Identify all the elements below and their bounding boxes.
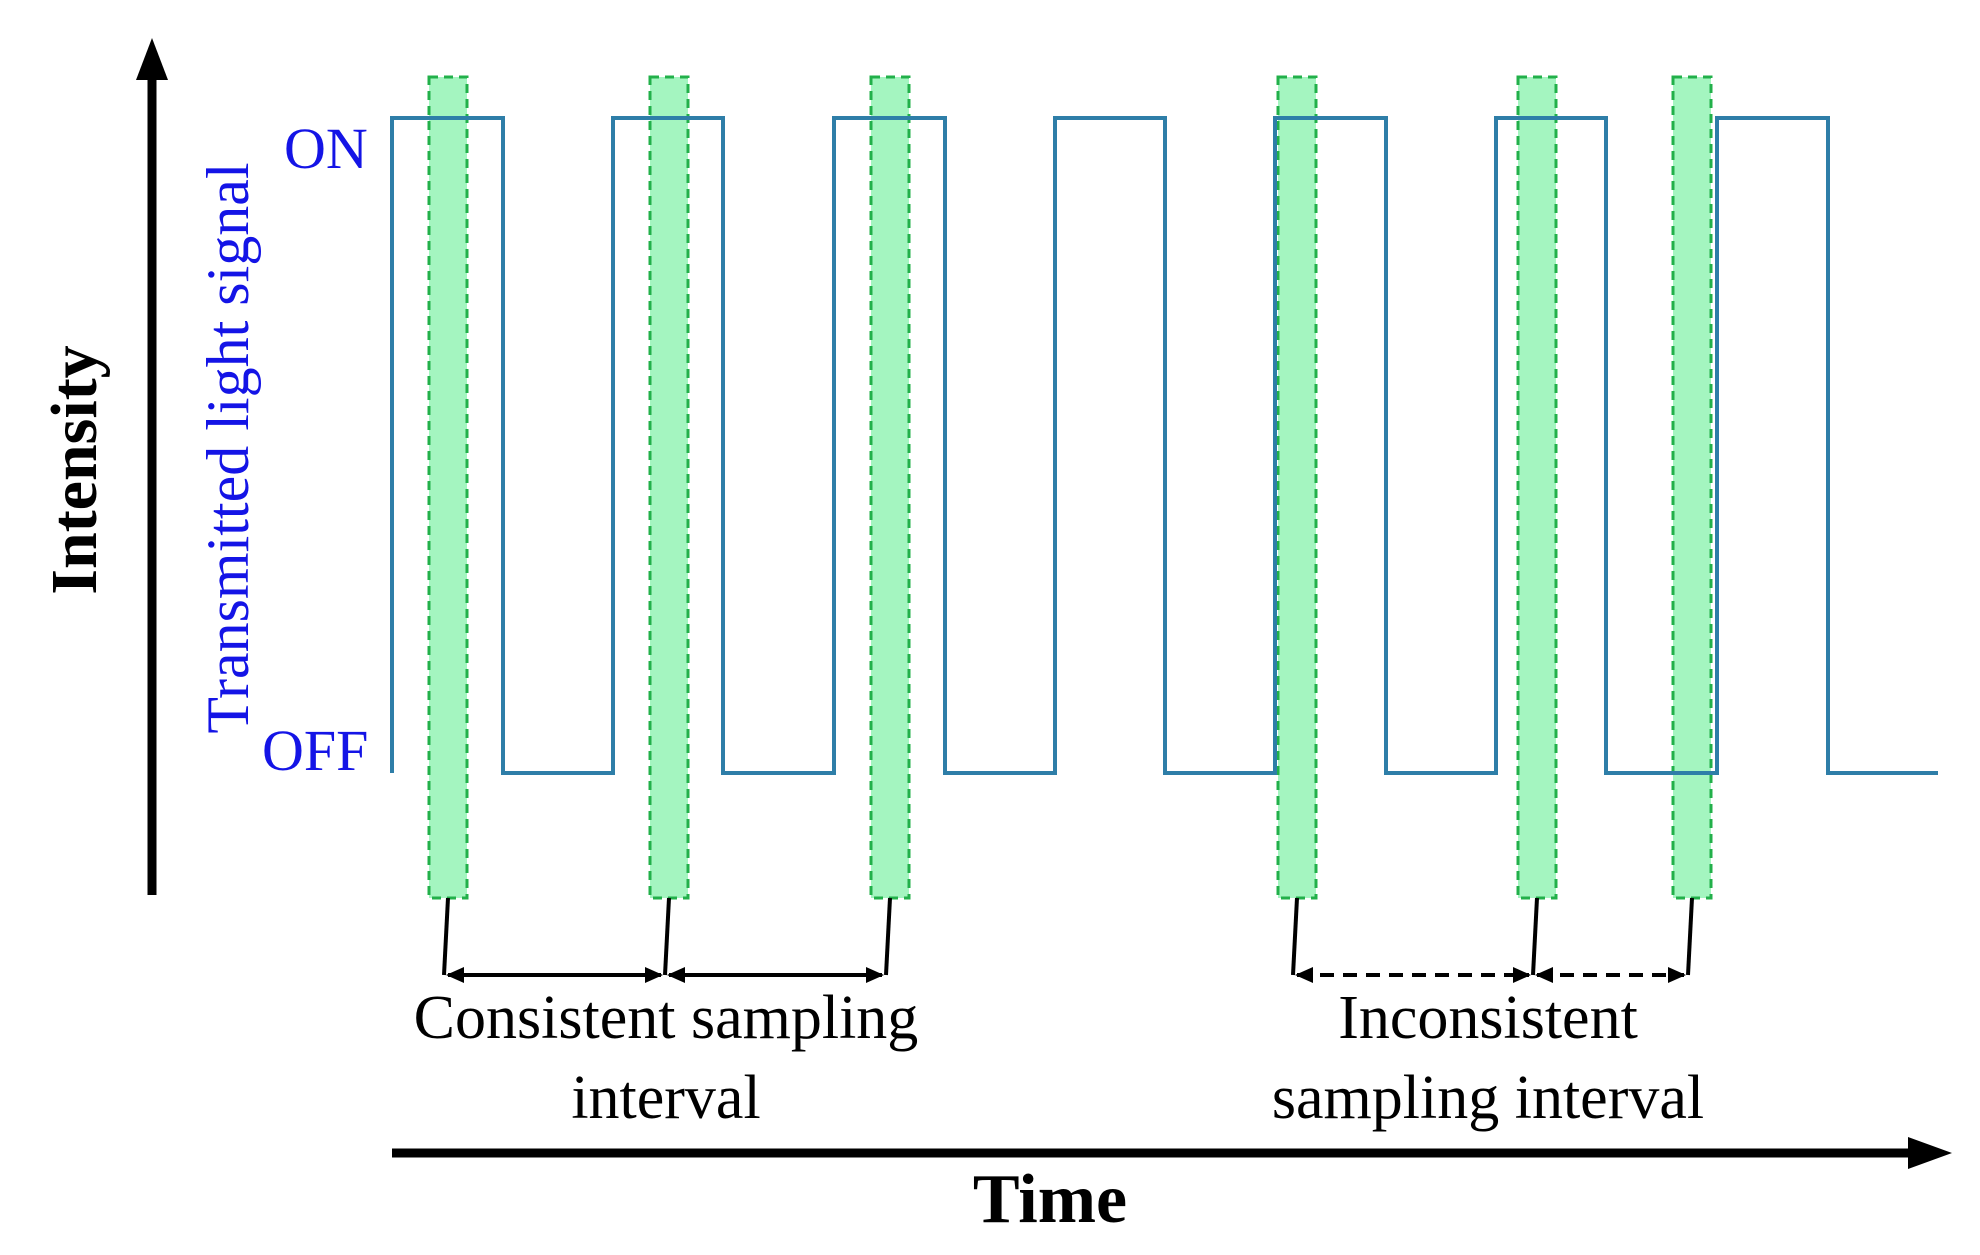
inconsistent-arrowhead-right-2 <box>1668 967 1686 983</box>
consistent-arrowhead-left-1 <box>446 967 464 983</box>
y-axis-arrowhead <box>136 38 168 80</box>
sampling-windows <box>427 75 1713 900</box>
inconsistent-tick-1 <box>1291 897 1299 976</box>
sampling-window-3 <box>869 75 911 900</box>
consistent-caption-line1: Consistent sampling <box>414 984 919 1052</box>
y-axis-label: Intensity <box>38 345 111 594</box>
consistent-caption-line2: interval <box>571 1064 760 1132</box>
x-axis <box>392 1137 1952 1169</box>
inconsistent-arrowhead-left-2 <box>1535 967 1553 983</box>
consistent-arrowhead-left-2 <box>667 967 685 983</box>
x-axis-arrowhead <box>1908 1137 1952 1169</box>
y-axis <box>136 38 168 895</box>
consistent-tick-3 <box>884 897 892 976</box>
sampling-window-2 <box>648 75 690 900</box>
consistent-arrowhead-right-2 <box>866 967 884 983</box>
sampling-window-5 <box>1516 75 1558 900</box>
inconsistent-arrowhead-right-1 <box>1513 967 1531 983</box>
interval-markers <box>442 897 1694 983</box>
inconsistent-arrowhead-left-1 <box>1295 967 1313 983</box>
sampling-window-6 <box>1671 75 1713 900</box>
consistent-arrowhead-right-1 <box>645 967 663 983</box>
inconsistent-tick-2 <box>1531 897 1539 976</box>
x-axis-label: Time <box>973 1161 1127 1238</box>
inconsistent-tick-3 <box>1686 897 1694 976</box>
inconsistent-caption-line1: Inconsistent <box>1338 984 1638 1052</box>
inconsistent-caption-line2: sampling interval <box>1272 1064 1704 1132</box>
level-off-label: OFF <box>262 718 368 783</box>
transmitted-light-signal <box>390 116 1938 775</box>
consistent-tick-2 <box>663 897 671 976</box>
sampling-window-4 <box>1276 75 1318 900</box>
signal-axis-label: Transmitted light signal <box>195 162 261 733</box>
consistent-tick-1 <box>442 897 450 976</box>
sampling-window-1 <box>427 75 469 900</box>
level-on-label: ON <box>284 116 368 181</box>
